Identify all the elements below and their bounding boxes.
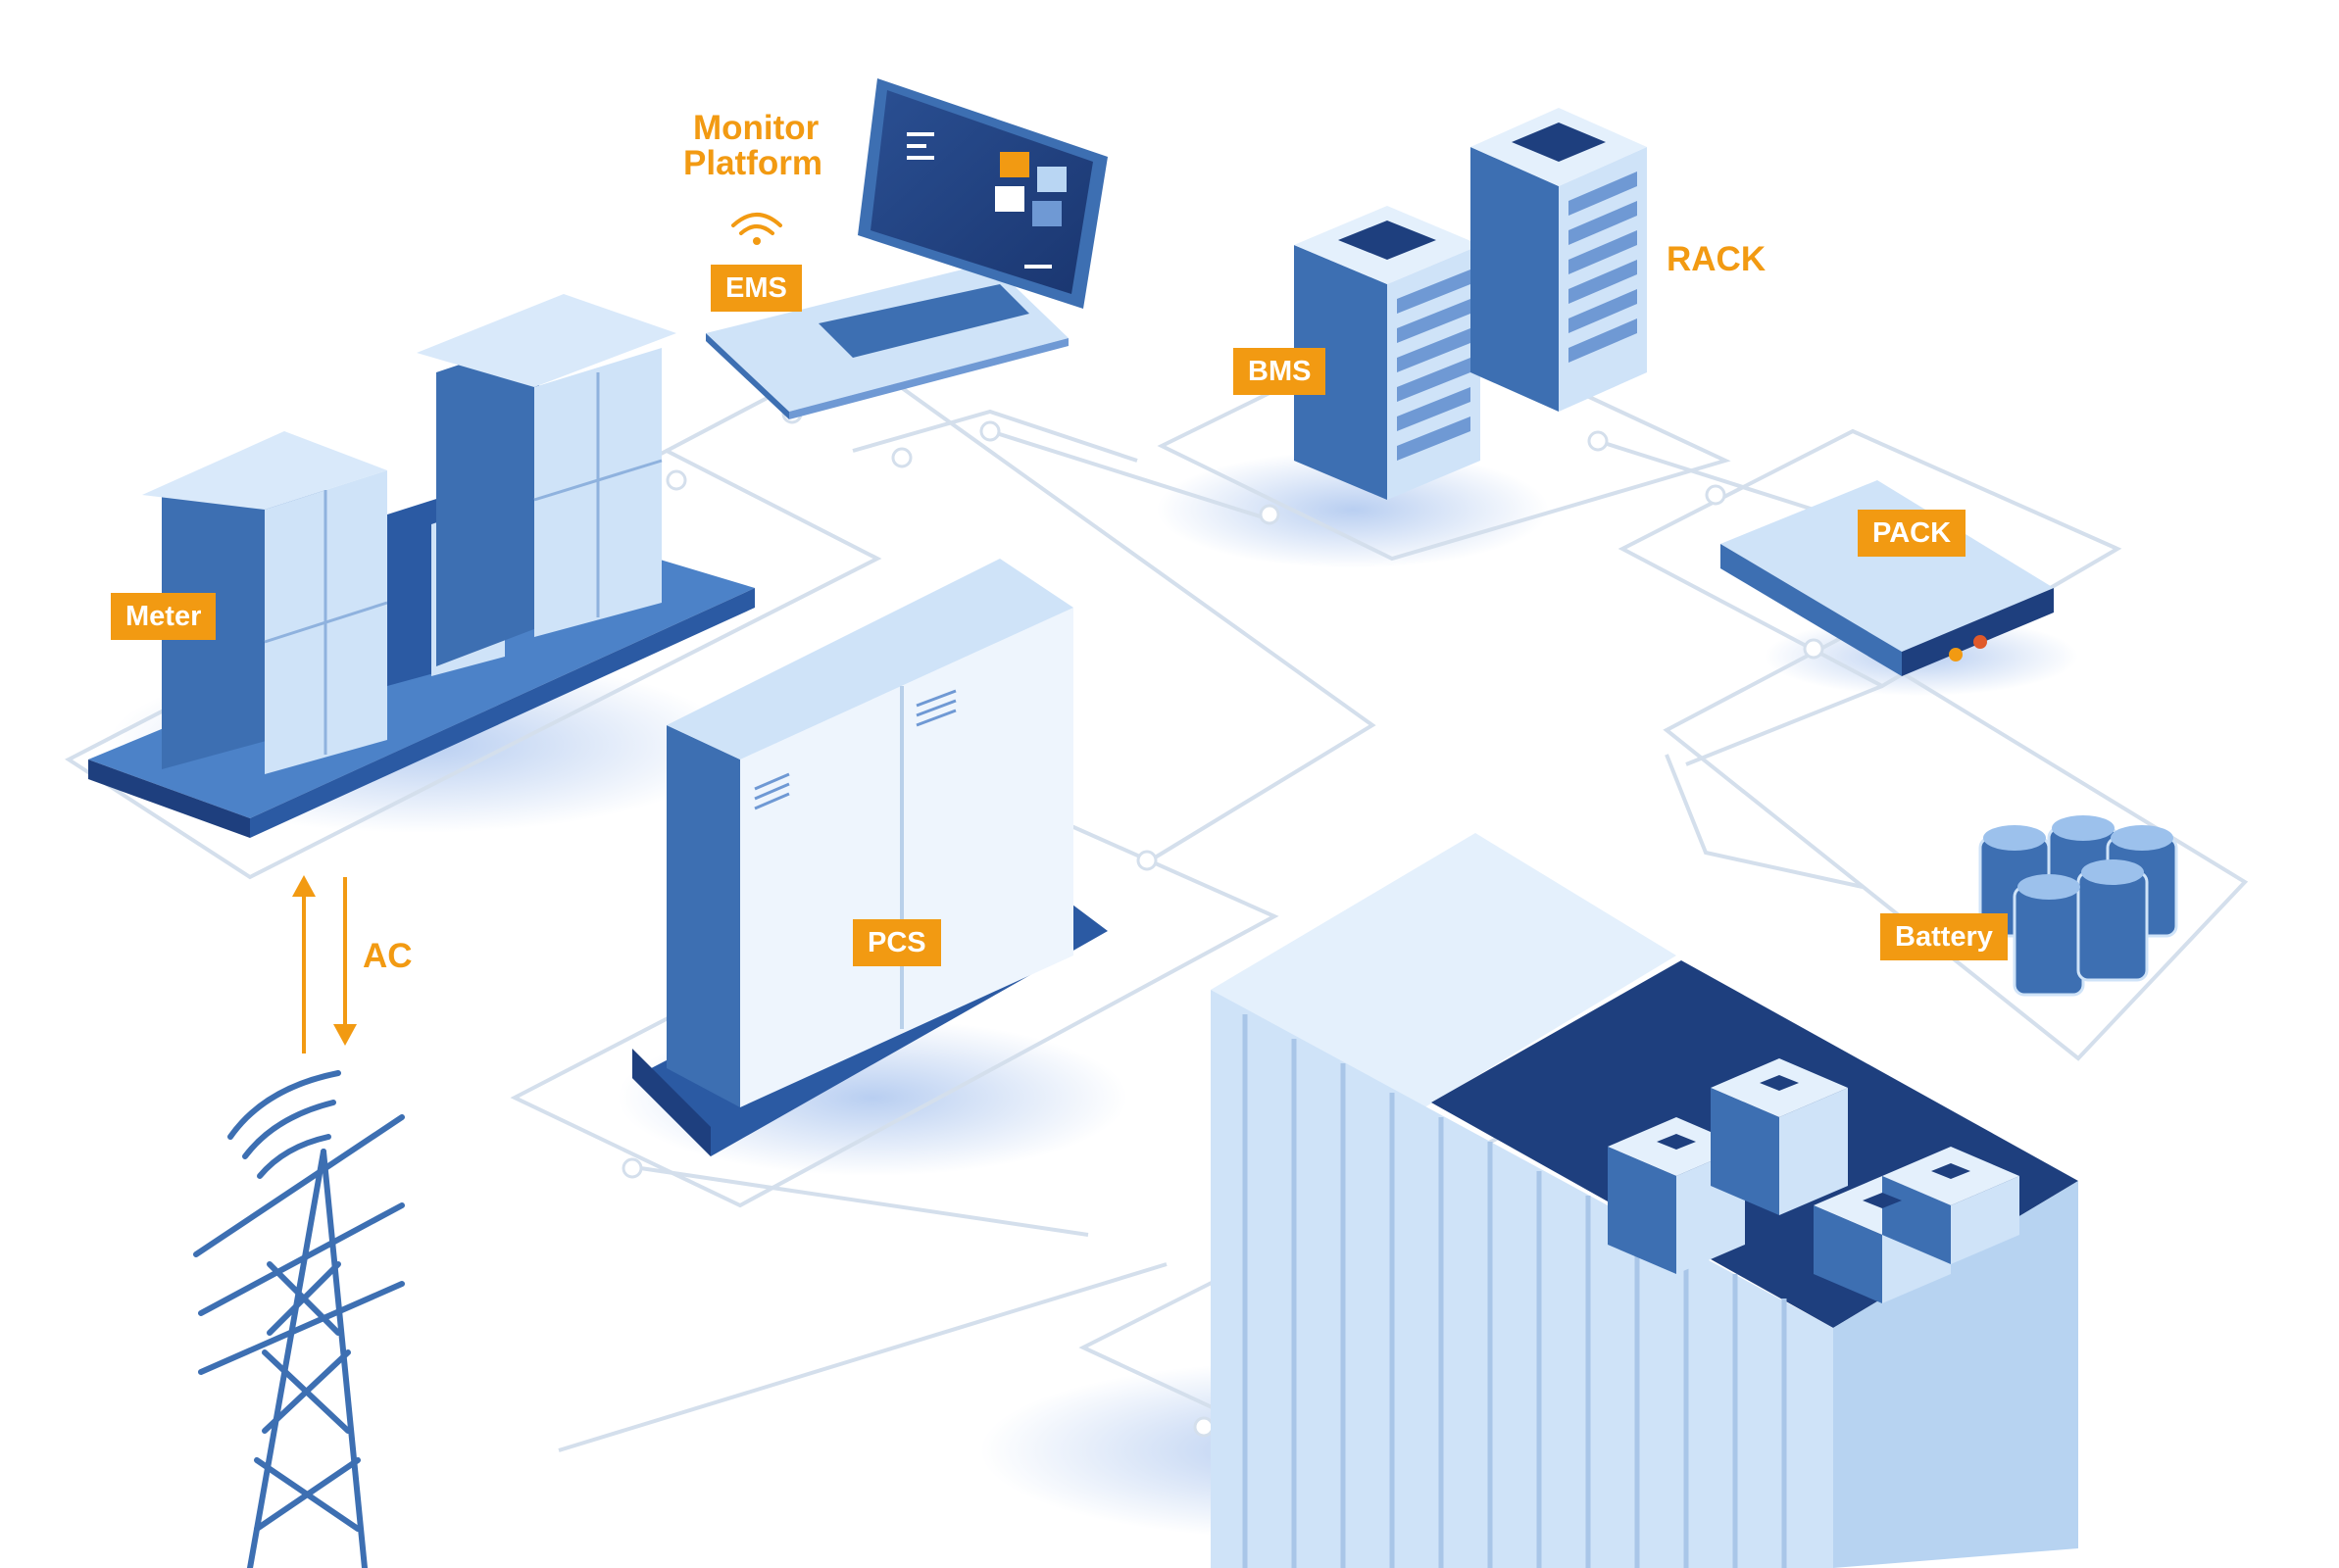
rack-illustration xyxy=(1470,108,1647,412)
bidirectional-arrow-icon xyxy=(292,875,357,1054)
battery-pack-illustration xyxy=(1720,480,2054,676)
monitor-platform-label: Monitor Platform xyxy=(683,111,822,181)
container-illustration xyxy=(1211,833,2078,1568)
monitor-platform-label-line1: Monitor xyxy=(693,109,820,147)
wifi-icon xyxy=(731,213,782,245)
ems-label: EMS xyxy=(711,265,802,312)
battery-label: Battery xyxy=(1880,913,2008,960)
bms-rack-illustration xyxy=(1294,206,1480,500)
transmission-tower-icon xyxy=(193,1070,405,1568)
network-nodes xyxy=(622,403,1824,1438)
ac-label: AC xyxy=(363,937,413,975)
meter-station-illustration xyxy=(88,294,755,838)
pack-label: PACK xyxy=(1858,510,1966,557)
monitor-platform-label-line2: Platform xyxy=(683,144,822,182)
rack-label: RACK xyxy=(1667,240,1767,278)
pcs-cabinet-illustration xyxy=(632,559,1108,1156)
pcs-label: PCS xyxy=(853,919,941,966)
battery-cells-illustration xyxy=(1978,815,2178,997)
laptop-illustration xyxy=(706,78,1108,419)
meter-label: Meter xyxy=(111,593,217,640)
bms-label: BMS xyxy=(1233,348,1326,395)
